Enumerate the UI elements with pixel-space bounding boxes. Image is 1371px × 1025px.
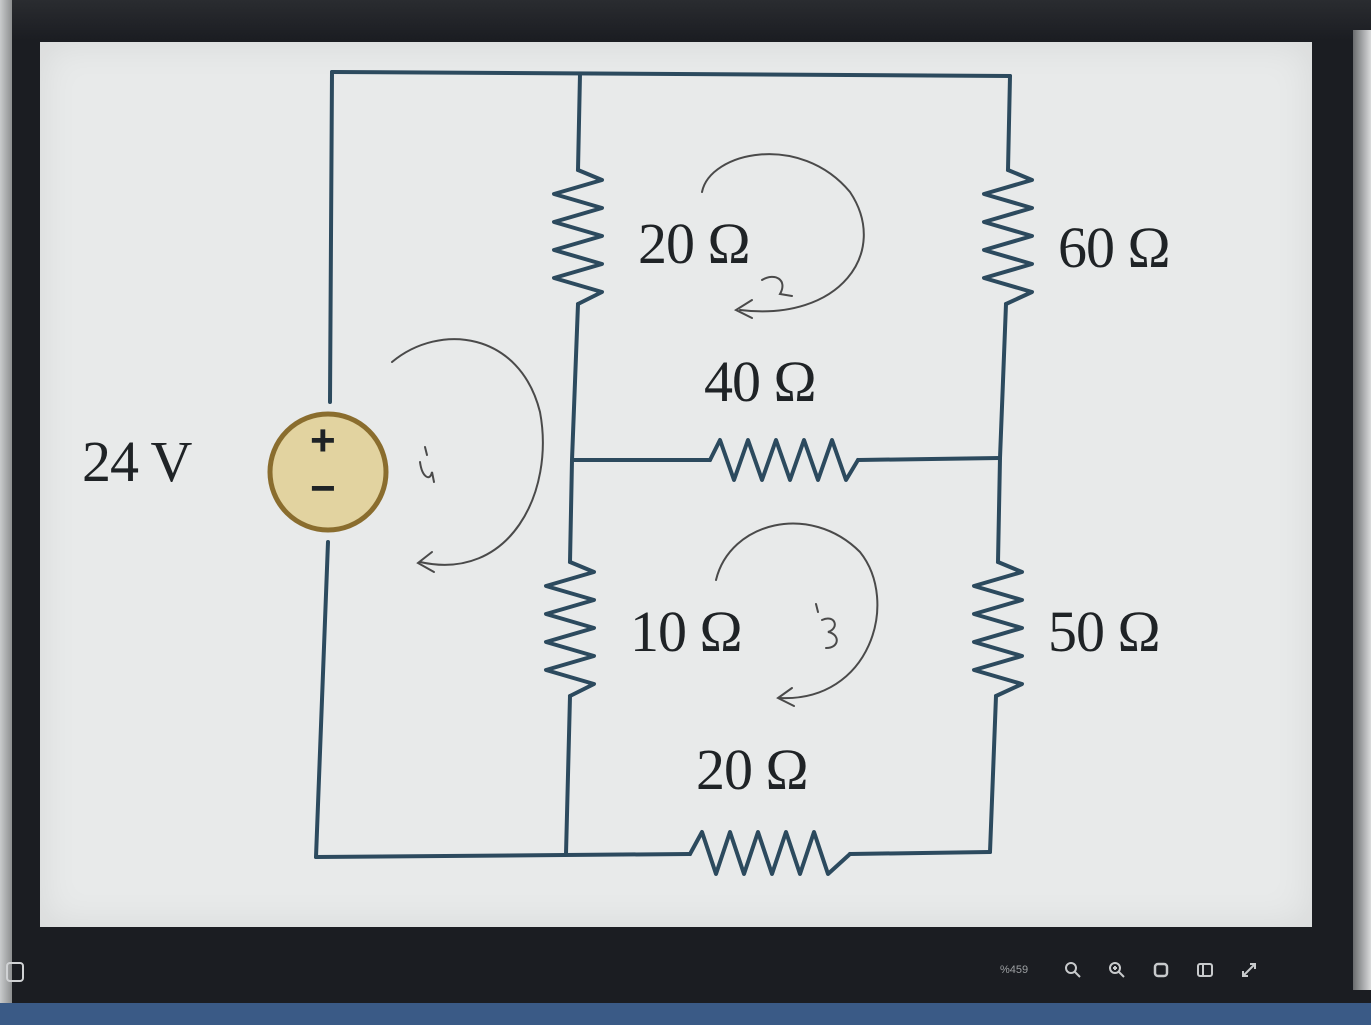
- wire-left-bottom: [314, 540, 330, 859]
- source-minus-sign: −: [310, 464, 336, 513]
- device-home-icon[interactable]: [6, 962, 24, 982]
- circuit-slide: + − 24 V 20 Ω 60 Ω 40 Ω 10 Ω 50 Ω 20 Ω: [40, 42, 1312, 927]
- left-window-edge: [0, 0, 12, 1025]
- wire-left-top: [328, 70, 334, 404]
- mesh-arrow-i3: [715, 522, 879, 700]
- resistor-bottom-zigzag: [688, 830, 852, 876]
- mesh-arrow-i1: [391, 338, 544, 566]
- voltage-source: [267, 411, 389, 533]
- resistor-middle-zigzag: [708, 438, 860, 482]
- zoom-in-icon[interactable]: [1106, 959, 1128, 981]
- fit-page-icon[interactable]: [1150, 959, 1172, 981]
- resistor-bottom-right-label: 50 Ω: [1048, 599, 1161, 664]
- mesh-label-i2: [761, 275, 793, 297]
- resistor-bottom-left-zigzag: [544, 560, 596, 698]
- wire-bottom-left: [314, 852, 692, 859]
- resistor-top-left-label: 20 Ω: [638, 211, 751, 276]
- zoom-out-icon[interactable]: [1062, 959, 1084, 981]
- resistor-top-right-label: 60 Ω: [1058, 215, 1171, 280]
- wire-right-lower: [988, 694, 998, 854]
- wire-horizontal-right: [856, 456, 1002, 462]
- resistor-top-left-zigzag: [552, 168, 604, 306]
- wire-right-top: [1006, 74, 1012, 172]
- source-plus-sign: +: [310, 416, 336, 465]
- fullscreen-icon[interactable]: [1238, 959, 1260, 981]
- wire-bottom-right: [848, 850, 992, 856]
- resistor-middle-label: 40 Ω: [704, 349, 817, 414]
- circuit-diagram: [267, 70, 1034, 876]
- mesh-arrow-i2: [701, 153, 865, 313]
- source-voltage-label: 24 V: [82, 429, 192, 494]
- wire-mid-lower: [564, 694, 572, 856]
- resistor-bottom-right-zigzag: [972, 560, 1024, 698]
- mesh-arrow-i2-head: [733, 299, 753, 319]
- resistor-top-right-zigzag: [982, 168, 1034, 306]
- mesh-arrow-i1-head: [416, 551, 435, 573]
- wire-mid-top: [576, 72, 582, 172]
- zoom-level-text: %459: [1000, 964, 1029, 976]
- resistor-bottom-label: 20 Ω: [696, 737, 809, 802]
- toggle-panel-icon[interactable]: [1194, 959, 1216, 981]
- mesh-arrow-i3-head: [776, 687, 795, 707]
- resistor-bottom-left-label: 10 Ω: [630, 599, 743, 664]
- mesh-label-i3: [815, 603, 838, 649]
- wire-top: [330, 70, 1012, 78]
- monitor-bezel-top: [0, 0, 1371, 40]
- right-window-edge: [1353, 30, 1371, 990]
- wire-mid-upper: [568, 302, 580, 564]
- wire-right-upper: [996, 302, 1008, 564]
- mesh-label-i1: [419, 446, 435, 483]
- taskbar-strip: [0, 1003, 1371, 1025]
- viewer-toolbar: %459: [1000, 955, 1320, 985]
